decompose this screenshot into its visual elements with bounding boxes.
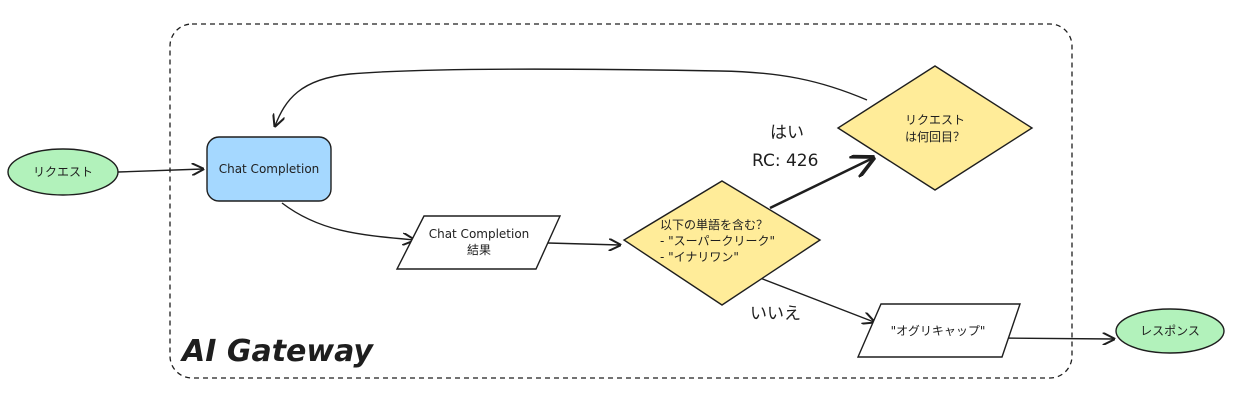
edge-result-to-condition	[547, 243, 620, 245]
condition-node: 以下の単語を含む？ - "スーパークリーク" - "イナリワン"	[622, 180, 822, 306]
ai-gateway-group	[169, 23, 1073, 379]
condition-label-line3: - "イナリワン"	[660, 250, 739, 264]
ai-gateway-label: AI Gateway	[180, 334, 374, 369]
output-node: "オグリキャップ"	[856, 303, 1021, 358]
request-count-node: リクエスト は何回目？	[836, 65, 1034, 191]
edge-output-to-response	[997, 338, 1114, 339]
edge-label-rc: RC: 426	[752, 151, 818, 171]
edge-label-yes: はい	[770, 123, 804, 143]
response-label: レスポンス	[1140, 324, 1200, 338]
request-node: リクエスト	[7, 148, 119, 196]
edge-chat-to-result	[281, 202, 414, 240]
output-label: "オグリキャップ"	[891, 324, 986, 338]
result-node: Chat Completion 結果	[395, 215, 562, 270]
request-count-label-line2: は何回目？	[905, 130, 965, 144]
edge-condition-yes	[769, 158, 873, 210]
result-label-line2: 結果	[467, 243, 491, 257]
request-label: リクエスト	[33, 165, 93, 179]
result-label-line1: Chat Completion	[429, 227, 530, 241]
edge-label-no: いいえ	[750, 304, 801, 324]
chat-completion-label: Chat Completion	[219, 162, 320, 176]
condition-label-line1: 以下の単語を含む？	[660, 217, 768, 232]
edge-loop-back	[275, 68, 868, 126]
edge-condition-no	[759, 277, 874, 322]
chat-completion-node: Chat Completion	[206, 136, 332, 202]
response-node: レスポンス	[1115, 308, 1225, 354]
edge-request-to-chat	[117, 169, 203, 172]
condition-label-line2: - "スーパークリーク"	[660, 234, 775, 248]
request-count-label-line1: リクエスト	[905, 113, 965, 127]
